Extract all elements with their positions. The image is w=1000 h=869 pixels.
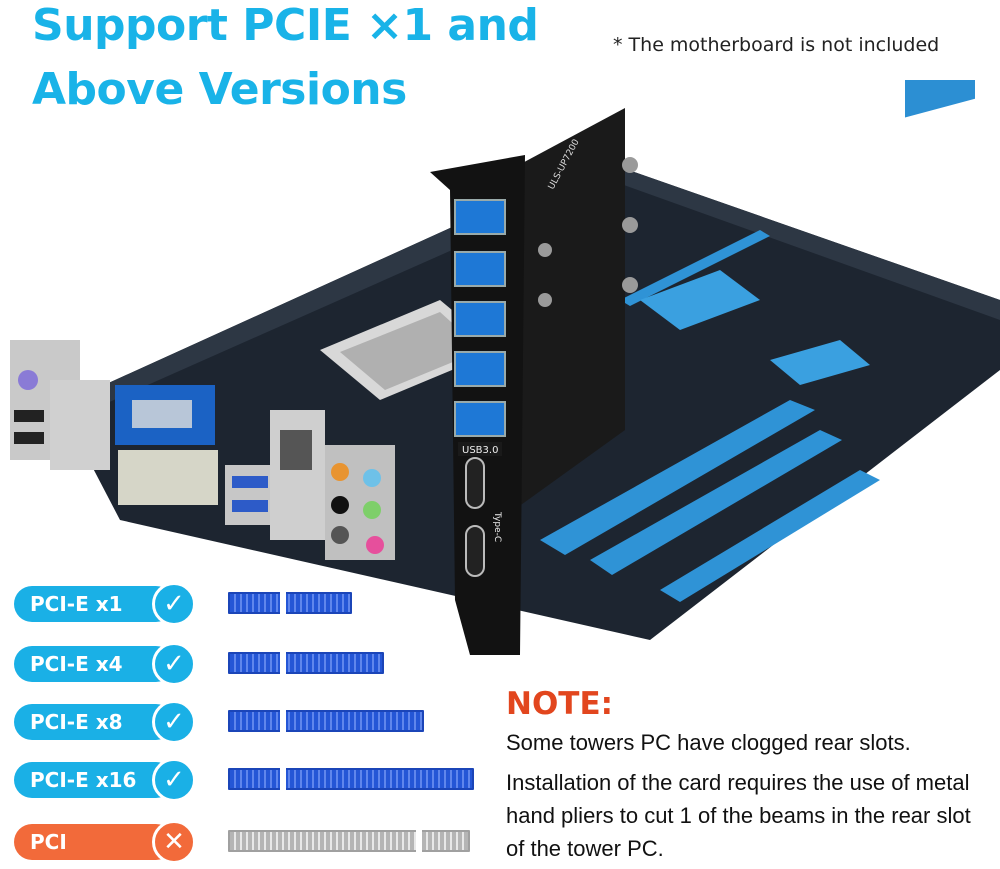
compat-label: PCI-E x16 [14,762,174,798]
compat-row-pcie-x8: PCI-E x8 ✓ [14,700,484,744]
usb3-label: USB3.0 [462,445,498,456]
dvi-port [118,450,218,505]
hdmi-port [50,380,110,470]
compat-row-pcie-x4: PCI-E x4 ✓ [14,642,484,686]
compat-label: PCI [14,824,174,860]
compat-row-pci: PCI ✕ [14,820,484,864]
compat-label: PCI-E x1 [14,586,174,622]
usb-a-ports [454,199,506,437]
note-line1: Some towers PC have clogged rear slots. [506,730,911,755]
slot-pcie-x16 [228,768,474,790]
compat-label: PCI-E x8 [14,704,174,740]
usb-ports-rear [225,465,275,525]
compat-row-pcie-x1: PCI-E x1 ✓ [14,582,484,626]
type-c-label: Type-C [492,511,502,542]
slot-pcie-x4 [228,652,384,674]
product-photo: USB3.0 Type-C ULS-UP7200 [10,80,1000,655]
disclaimer: * The motherboard is not included [613,34,940,56]
cross-icon: ✕ [152,820,196,864]
check-icon: ✓ [152,758,196,802]
check-icon: ✓ [152,700,196,744]
lan-usb-ports [270,410,325,540]
slot-pcie-x8 [228,710,424,732]
slot-pci [228,830,470,852]
check-icon: ✓ [152,582,196,626]
usb-expansion-card [500,108,625,520]
heatsink [640,270,760,330]
heatsink [770,340,870,385]
check-icon: ✓ [152,642,196,686]
pcie-slots-blue [540,230,880,602]
headline: Support PCIE ×1 and Above Versions [32,0,539,115]
note-body: Installation of the card requires the us… [506,770,971,861]
slot-pcie-x1 [228,592,352,614]
compat-row-pcie-x16: PCI-E x16 ✓ [14,758,484,802]
compat-label: PCI-E x4 [14,646,174,682]
type-c-ports [465,457,485,577]
note-title: NOTE: [506,686,614,722]
